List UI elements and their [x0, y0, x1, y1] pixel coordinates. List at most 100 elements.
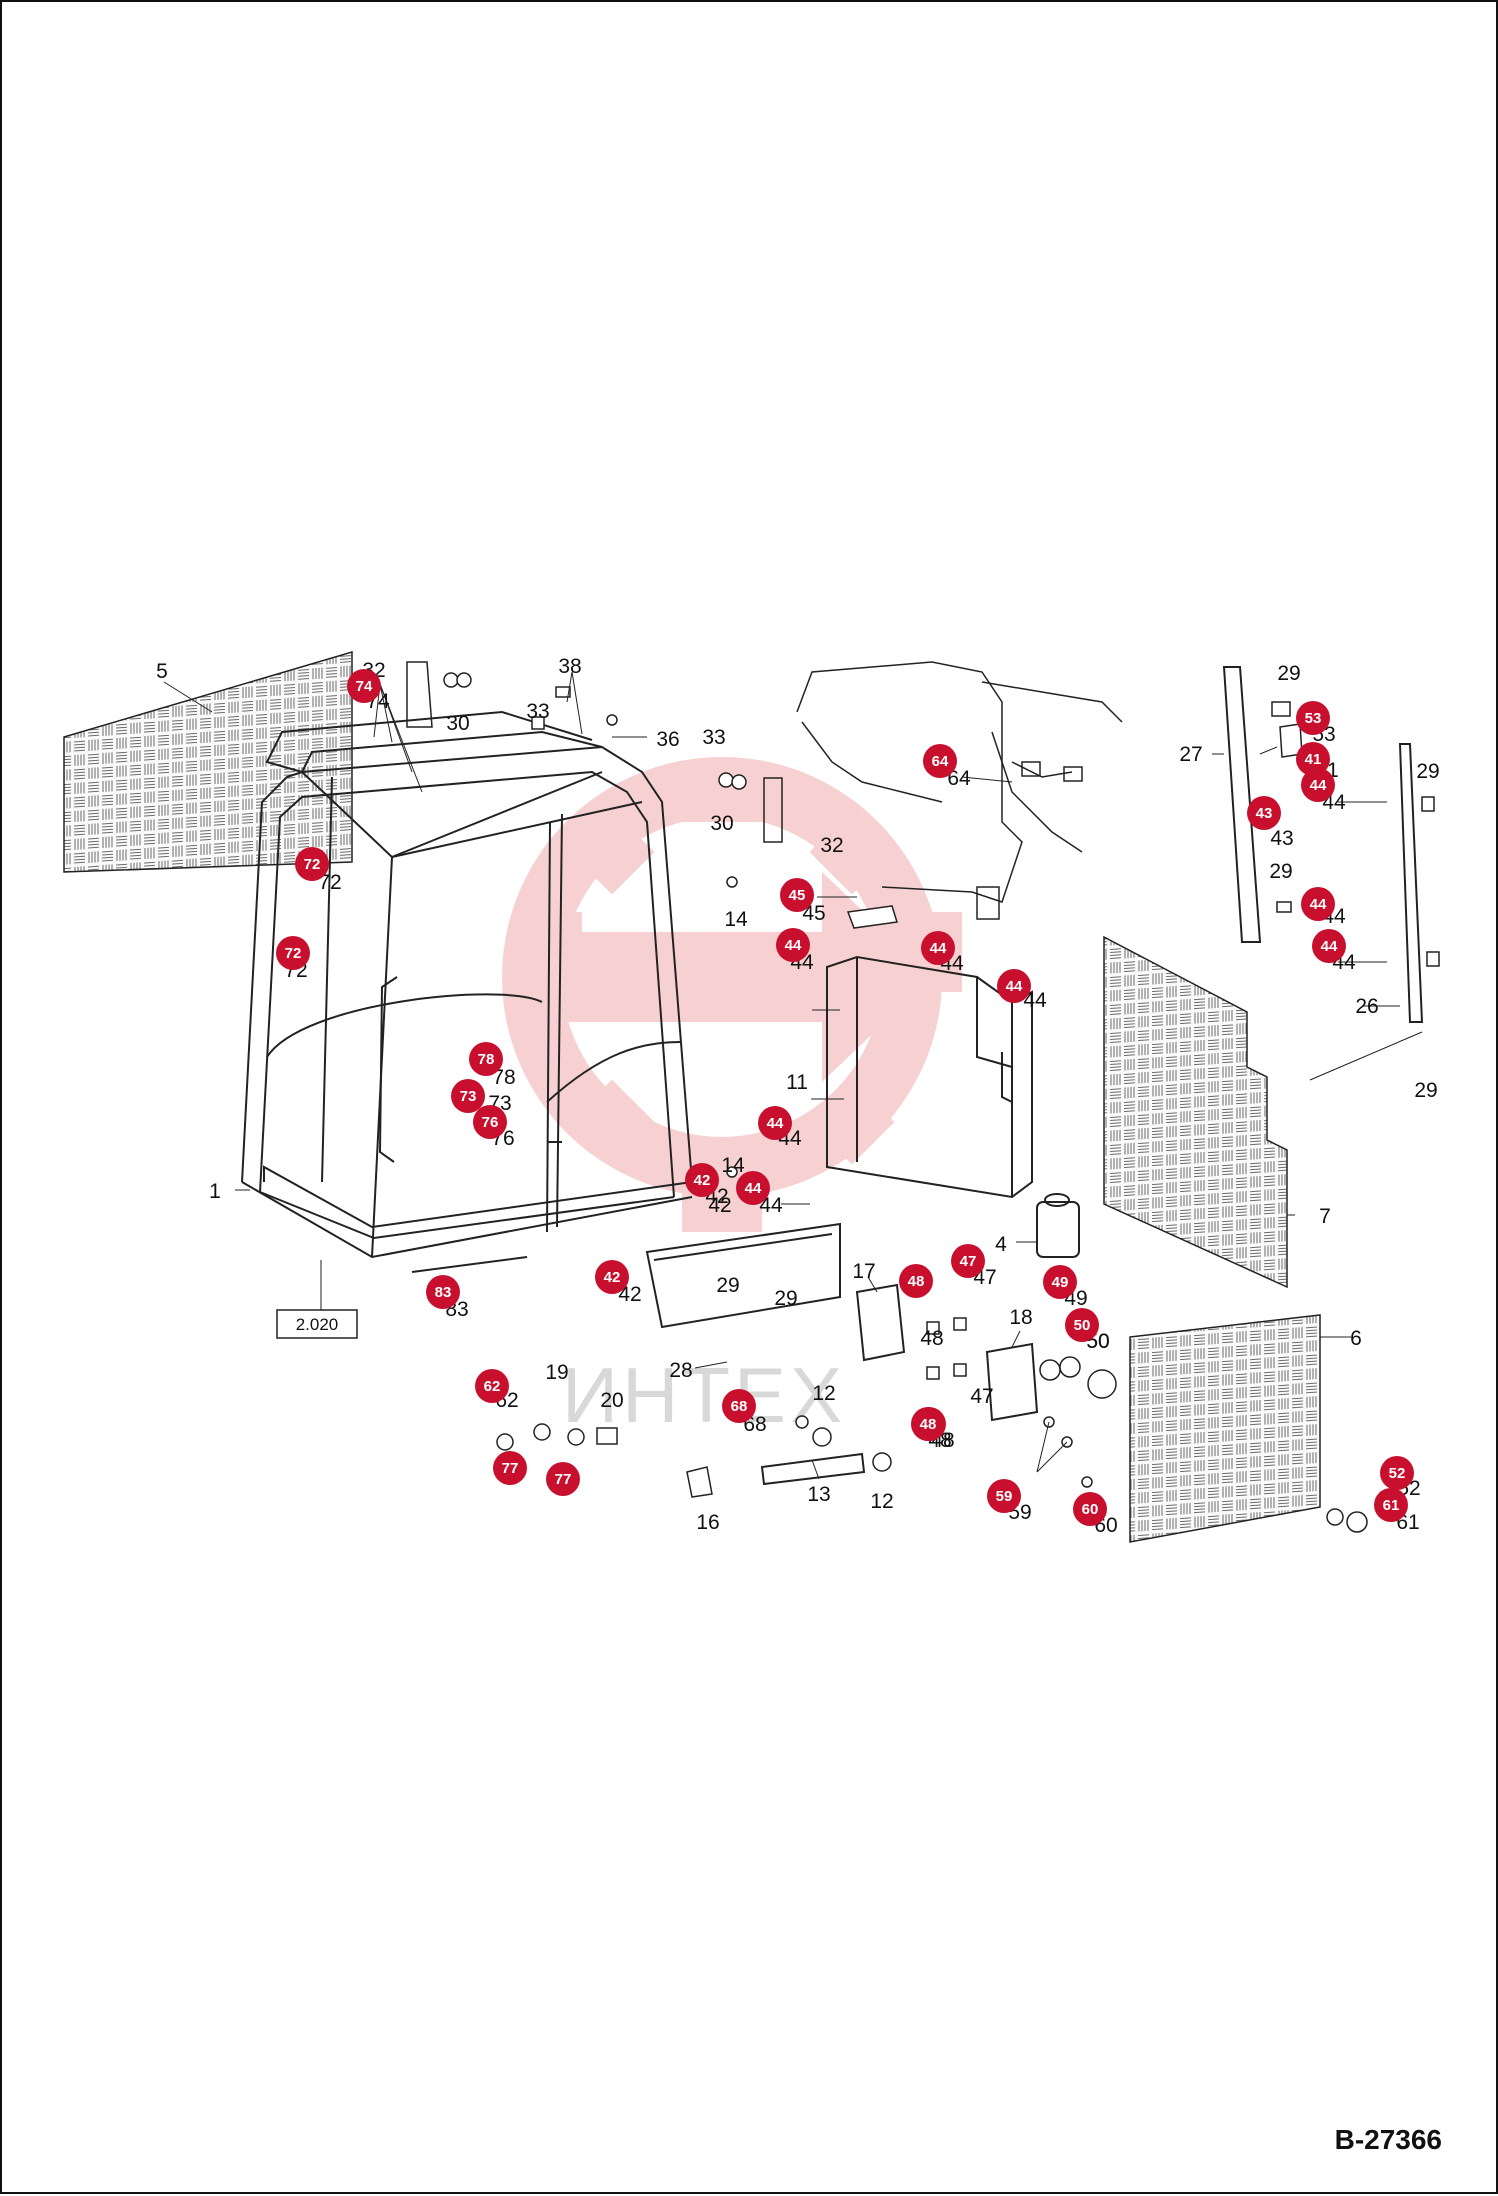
callout-badge: 47	[951, 1244, 985, 1278]
lower-components	[645, 1193, 1080, 1486]
callout-badge: 44	[1301, 768, 1335, 802]
svg-text:44: 44	[767, 1115, 784, 1132]
svg-text:41: 41	[1305, 751, 1322, 768]
wiring-harness	[796, 661, 1123, 920]
callout-badge: 74	[347, 669, 381, 703]
svg-text:77: 77	[502, 1460, 519, 1477]
svg-text:68: 68	[731, 1398, 748, 1415]
part-label: 11	[786, 1071, 808, 1094]
part-label: 30	[710, 812, 733, 835]
svg-text:47: 47	[960, 1253, 977, 1270]
part-label: 14	[724, 908, 748, 931]
svg-text:60: 60	[1082, 1501, 1099, 1518]
part-label: 29	[716, 1274, 739, 1297]
part-label: 1	[209, 1180, 221, 1203]
callout-badge: 41	[1296, 742, 1330, 776]
part-label: 13	[807, 1483, 830, 1506]
logo-watermark	[502, 757, 962, 1232]
svg-text:48: 48	[920, 1416, 937, 1433]
svg-text:77: 77	[555, 1471, 572, 1488]
part-label: 7	[1319, 1205, 1331, 1228]
part-label: 72	[318, 871, 341, 894]
svg-text:83: 83	[435, 1284, 452, 1301]
callout-badge: 44	[758, 1106, 792, 1140]
svg-text:44: 44	[930, 940, 947, 957]
panel-5	[63, 650, 353, 873]
callout-badge: 77	[493, 1451, 527, 1485]
svg-text:44: 44	[785, 937, 802, 954]
part-label: 27	[1179, 743, 1202, 766]
callout-badge: 76	[473, 1105, 507, 1139]
part-label: 38	[558, 655, 581, 678]
document-id: B-27366	[1334, 2124, 1442, 2155]
trim-26	[1398, 743, 1424, 1023]
callout-badge: 49	[1043, 1265, 1077, 1299]
callout-badge: 44	[921, 931, 955, 965]
svg-text:42: 42	[604, 1269, 621, 1286]
svg-text:62: 62	[484, 1378, 501, 1395]
svg-text:73: 73	[460, 1088, 477, 1105]
watermark-text: ИНТЕХ	[562, 1351, 846, 1439]
part-label: 20	[600, 1389, 623, 1412]
svg-text:74: 74	[356, 678, 373, 695]
svg-text:45: 45	[789, 887, 806, 904]
part-label: 29	[774, 1287, 797, 1310]
part-label: 28	[669, 1359, 692, 1382]
part-label: 12	[870, 1490, 893, 1513]
callout-badge: 45	[780, 878, 814, 912]
part-label: 19	[545, 1361, 568, 1384]
svg-text:53: 53	[1305, 710, 1322, 727]
svg-text:52: 52	[1389, 1465, 1406, 1482]
callout-badge: 72	[276, 936, 310, 970]
part-label: 33	[702, 726, 725, 749]
svg-text:43: 43	[1256, 805, 1273, 822]
callout-badge: 72	[295, 847, 329, 881]
svg-text:76: 76	[482, 1114, 499, 1131]
callout-badge: 52	[1380, 1456, 1414, 1490]
part-label: 29	[1414, 1079, 1437, 1102]
svg-text:44: 44	[1006, 978, 1023, 995]
part-label: 5	[156, 660, 168, 683]
callout-badge: 48	[899, 1264, 933, 1298]
cab-frame	[241, 710, 693, 1273]
callout-badge: 68	[722, 1389, 756, 1423]
part-label: 29	[1269, 860, 1292, 883]
callout-badge: 60	[1073, 1492, 1107, 1526]
callout-badge: 64	[923, 744, 957, 778]
part-label: 33	[526, 700, 549, 723]
part-label: 26	[1355, 995, 1378, 1018]
part-label: 36	[656, 728, 679, 751]
trim-27	[1222, 666, 1262, 943]
part-label: 78	[492, 1066, 515, 1089]
svg-text:48: 48	[908, 1273, 925, 1290]
svg-text:44: 44	[1310, 777, 1327, 794]
hardware-items	[406, 661, 1440, 1533]
part-label: 29	[1277, 662, 1300, 685]
callout-badge: 50	[1065, 1308, 1099, 1342]
part-label: 42	[708, 1194, 731, 1217]
callout-badge: 44	[736, 1171, 770, 1205]
reference-box-text: 2.020	[296, 1315, 339, 1334]
callout-badge: 43	[1247, 796, 1281, 830]
part-label: 18	[1009, 1306, 1032, 1329]
callout-badge: 44	[1301, 887, 1335, 921]
callout-badge: 77	[546, 1462, 580, 1496]
svg-text:44: 44	[745, 1180, 762, 1197]
svg-text:44: 44	[1310, 896, 1327, 913]
svg-text:59: 59	[996, 1488, 1013, 1505]
callout-badge: 59	[987, 1479, 1021, 1513]
svg-text:42: 42	[694, 1172, 711, 1189]
part-label: 48	[920, 1327, 943, 1350]
svg-text:50: 50	[1074, 1317, 1091, 1334]
callout-badge: 83	[426, 1275, 460, 1309]
callout-badge: 44	[1312, 929, 1346, 963]
callout-badge: 48	[911, 1407, 945, 1441]
part-label: 14	[721, 1154, 745, 1177]
callout-badge: 44	[997, 969, 1031, 1003]
svg-text:44: 44	[1321, 938, 1338, 955]
callout-badge: 78	[469, 1042, 503, 1076]
reference-box: 2.020	[276, 1309, 358, 1339]
callout-badge: 44	[776, 928, 810, 962]
